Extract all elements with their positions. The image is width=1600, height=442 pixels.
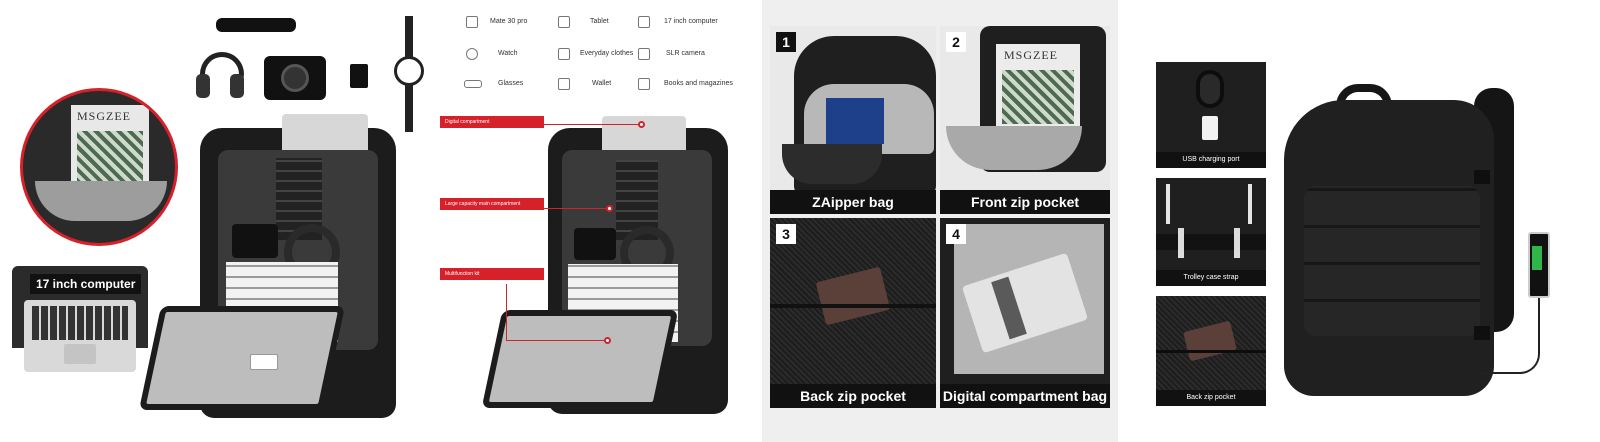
shirt-icon xyxy=(558,48,570,60)
spec-item: Wallet xyxy=(592,80,612,87)
feature-caption: Back zip pocket xyxy=(1156,390,1266,406)
usb-port xyxy=(1196,70,1224,108)
tile-caption: Front zip pocket xyxy=(940,190,1110,214)
umbrella-icon xyxy=(216,18,296,32)
feature-usb-port: USB charging port xyxy=(1156,62,1266,168)
panel-features: USB charging port Trolley case strap Bac… xyxy=(1118,0,1600,442)
trolley-handle xyxy=(1178,228,1184,258)
callout-line xyxy=(542,208,608,209)
trolley-band xyxy=(1156,234,1266,250)
callout-dot xyxy=(606,205,613,212)
callout-multifunction-kit: Multifunction kit xyxy=(440,268,544,280)
tile-number: 1 xyxy=(776,32,796,52)
callout-dot xyxy=(638,121,645,128)
watch-icon xyxy=(394,16,424,132)
feature-back-zip-pocket: Back zip pocket xyxy=(1156,296,1266,406)
backpack-handle xyxy=(1336,84,1392,110)
laptop-keyboard xyxy=(32,306,128,340)
tile-caption: Back zip pocket xyxy=(770,384,936,408)
laptop-trackpad xyxy=(64,344,96,364)
spec-item: Tablet xyxy=(590,18,609,25)
brand-label: MSGZEE xyxy=(77,109,131,123)
tile-front-zip-pocket: MSGZEE 2 Front zip pocket xyxy=(940,26,1110,214)
usb-plug xyxy=(1202,116,1218,140)
magazine-cover xyxy=(1002,70,1074,124)
tile-digital-compartment-bag: 4 Digital compartment bag xyxy=(940,218,1110,408)
battery-icon xyxy=(1532,246,1542,270)
feature-caption: Trolley case strap xyxy=(1156,270,1266,286)
tile-back-zip-pocket: 3 Back zip pocket xyxy=(770,218,936,408)
camera-icon xyxy=(264,56,326,100)
backpack-front-flap xyxy=(138,306,346,410)
backpack-headphones xyxy=(284,224,340,280)
callout-dot xyxy=(604,337,611,344)
glasses-icon xyxy=(464,80,482,88)
backpack-camera xyxy=(232,224,278,258)
feature-caption: USB charging port xyxy=(1156,152,1266,168)
spec-item: Books and magazines xyxy=(664,80,733,87)
laptop-icon xyxy=(638,16,650,28)
side-buckle xyxy=(1474,326,1490,340)
spec-item: SLR camera xyxy=(666,50,705,57)
passport xyxy=(826,98,884,144)
headphones-icon xyxy=(196,52,246,100)
side-buckle xyxy=(1474,170,1490,184)
wallet-icon xyxy=(558,78,570,90)
pocket-lining xyxy=(946,126,1082,170)
phone-icon xyxy=(466,16,478,28)
feature-trolley-strap: Trolley case strap xyxy=(1156,178,1266,286)
tile-number: 2 xyxy=(946,32,966,52)
spec-item: Glasses xyxy=(498,80,524,87)
callout-main-compartment: Large capacity main compartment xyxy=(440,198,544,210)
spec-item: Mate 30 pro xyxy=(490,18,528,25)
backpack-camera xyxy=(574,228,616,260)
usb-cable xyxy=(1482,280,1540,374)
flap-phone xyxy=(250,354,278,370)
brand-label: MSGZEE xyxy=(1004,48,1058,62)
watch-icon xyxy=(466,48,478,60)
panel-main-compartment: MSGZEE 17 inch computer xyxy=(0,0,430,442)
zip-line xyxy=(1156,350,1266,353)
laptop-label: 17 inch computer xyxy=(30,274,142,294)
strap xyxy=(1166,184,1170,224)
spec-item: Watch xyxy=(498,50,518,57)
callout-line xyxy=(506,340,606,341)
panel-capacity: Mate 30 pro Tablet 17 inch computer Watc… xyxy=(430,0,755,442)
backpack-front-flap xyxy=(481,310,679,408)
tile-number: 4 xyxy=(946,224,966,244)
camera-icon xyxy=(638,48,650,60)
front-panel xyxy=(1304,186,1480,336)
strap xyxy=(1248,184,1252,224)
panel-pockets-grid: 1 ZAipper bag MSGZEE 2 Front zip pocket … xyxy=(762,0,1118,442)
trolley-handle xyxy=(1234,228,1240,258)
zip-line xyxy=(770,304,936,308)
backpack-headphones xyxy=(620,226,674,280)
callout-line xyxy=(542,124,640,125)
tablet-icon xyxy=(558,16,570,28)
tile-caption: Digital compartment bag xyxy=(940,384,1110,408)
callout-line xyxy=(506,284,507,340)
pocket-flap xyxy=(782,144,882,184)
callout-digital-compartment: Digital compartment xyxy=(440,116,544,128)
books-icon xyxy=(638,78,650,90)
spec-item: 17 inch computer xyxy=(664,18,718,25)
tile-caption: ZAipper bag xyxy=(770,190,936,214)
perfume-icon xyxy=(350,64,368,88)
magnified-front-pocket: MSGZEE xyxy=(20,88,178,246)
spec-item: Everyday clothes xyxy=(580,50,634,57)
tile-number: 3 xyxy=(776,224,796,244)
tile-zipper-bag: 1 ZAipper bag xyxy=(770,26,936,214)
